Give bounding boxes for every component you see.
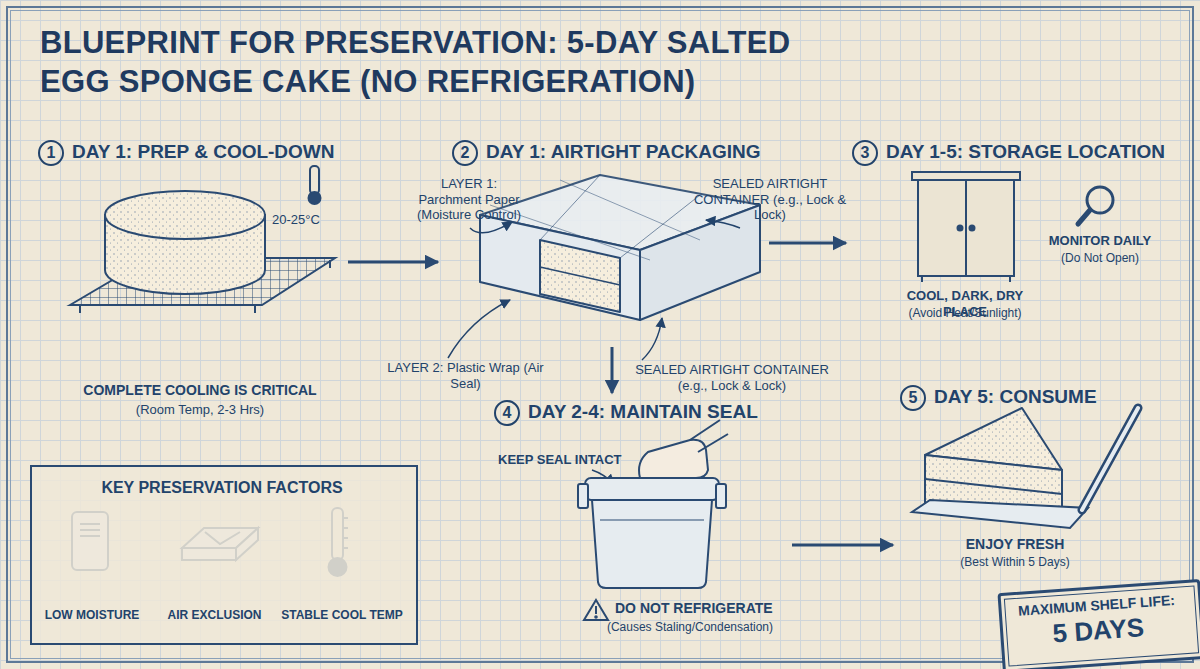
node-text: (Do Not Open)	[1040, 251, 1160, 265]
hand-pressing-part	[639, 440, 708, 478]
step-heading: DAY 2-4: MAINTAIN SEAL	[528, 401, 758, 424]
step-panel: 2 DAY 1: AIRTIGHT PACKAGING	[440, 135, 767, 345]
step-heading: DAY 5: CONSUME	[934, 386, 1097, 409]
annotation-label: LAYER 2: Plastic Wrap (Air Seal)	[383, 360, 548, 391]
leader-lines	[448, 220, 740, 484]
leader-lines-part	[706, 220, 740, 228]
annotation-label: 20-25°C	[272, 212, 320, 228]
cake-server-part	[1082, 408, 1138, 510]
cake-server	[912, 408, 1138, 528]
node-text: MONITOR DAILY	[1040, 233, 1160, 249]
node-text: STABLE COOL TEMP	[277, 608, 407, 622]
thermometer-icon	[309, 166, 321, 204]
step-panel: 5 DAY 5: CONSUME ENJOY FRESH (Best Within 5…	[895, 380, 1180, 576]
annotation-label: (Causes Staling/Condensation)	[560, 620, 820, 634]
node-text: KEY PRESERVATION FACTORS	[32, 478, 412, 497]
shelf-life-stamp: MAXIMUM SHELF LIFE:5 DAYS	[997, 579, 1200, 669]
cake-slice-part	[925, 479, 1062, 494]
magnifier-icon	[1078, 187, 1113, 224]
wrapped-cake-part	[490, 180, 700, 260]
magnifier-icon-part	[1078, 210, 1090, 224]
node-text: KEEP SEAL INTACT	[498, 452, 622, 468]
leader-lines-part	[448, 300, 510, 358]
step-panel: 4 DAY 2-4: MAINTAIN SEAL KEEP SEAL INTACT	[490, 395, 790, 600]
wrapped-cake-part	[540, 267, 620, 285]
flow-arrow	[611, 347, 614, 393]
diagram-title: BLUEPRINT FOR PRESERVATION: 5-DAY SALTED…	[40, 24, 1120, 102]
warning-icon-part	[584, 600, 608, 620]
step-heading: DAY 1: PREP & COOL-DOWN	[72, 141, 335, 164]
sealed-container-part	[592, 500, 712, 588]
annotation-label: LAYER 1: Parchment Paper (Moisture Contr…	[408, 176, 530, 223]
thermometer-icon-part	[309, 192, 321, 204]
wrapped-cake-part	[540, 175, 700, 258]
hand-pressing	[639, 420, 728, 478]
cabinet-icon-part	[912, 172, 1020, 180]
node-text: (Room Temp, 2-3 Hrs)	[60, 402, 340, 418]
callout-number: 3	[852, 140, 878, 166]
thermometer-icon-part	[310, 166, 319, 194]
leader-lines-part	[470, 222, 512, 233]
node-text: COMPLETE COOLING IS CRITICAL	[60, 382, 340, 399]
node-text: LOW MOISTURE	[37, 608, 147, 622]
cabinet-icon	[912, 172, 1020, 282]
callout-number: 1	[38, 140, 64, 166]
annotation-label: DO NOT REFRIGERATE	[615, 600, 773, 617]
sealed-container-part	[716, 484, 726, 508]
cake-server-part	[1082, 408, 1138, 510]
callout-number: 2	[452, 140, 478, 166]
flow-arrow	[348, 261, 438, 264]
cabinet-icon-part	[965, 180, 967, 276]
node-text: (Best Within 5 Days)	[930, 555, 1100, 569]
flow-arrow	[769, 242, 846, 245]
sealed-container	[578, 478, 726, 588]
flow-arrow	[792, 544, 893, 547]
callout-number: 5	[900, 385, 926, 411]
factors-box: KEY PRESERVATION FACTORS LOW MOISTURE AIR …	[30, 465, 418, 645]
step-panel: 3DAY 1-5: STORAGE LOCATIONCOOL, DARK, DR…	[848, 135, 1178, 330]
warning-icon	[584, 600, 608, 620]
sponge-cake	[105, 191, 265, 294]
leader-lines-part	[642, 318, 662, 360]
annotation-label: SEALED AIRTIGHT CONTAINER (e.g., Lock & …	[622, 362, 842, 393]
step-panel: 1 DAY 1: PREP & COOL-DOWN COMPLETE COOLING…	[30, 135, 346, 425]
wrapped-cake-part	[480, 215, 640, 320]
annotation-label: SEALED AIRTIGHT CONTAINER (e.g., Lock & …	[682, 176, 858, 223]
node-text: AIR EXCLUSION	[157, 608, 272, 622]
sponge-cake-part	[105, 191, 265, 239]
warning-icon-part	[595, 616, 597, 618]
sealed-container-part	[578, 484, 588, 508]
cabinet-icon-part	[970, 226, 975, 231]
hand-pressing-part	[690, 420, 728, 452]
sealed-container-part	[600, 519, 704, 521]
node-text: (Avoid Heat/Sunlight)	[885, 306, 1045, 320]
warning-icon-part	[595, 606, 597, 614]
callout-number: 4	[494, 400, 520, 426]
step-heading: DAY 1-5: STORAGE LOCATION	[886, 141, 1165, 164]
node-text: ENJOY FRESH	[930, 536, 1100, 553]
sealed-container-part	[585, 478, 719, 500]
wrapped-cake-part	[540, 240, 620, 312]
cabinet-icon-part	[918, 180, 1014, 276]
cake-server-part	[912, 500, 1088, 528]
step-heading: DAY 1: AIRTIGHT PACKAGING	[486, 141, 760, 164]
cabinet-icon-part	[922, 276, 1010, 282]
cabinet-icon-part	[958, 226, 963, 231]
